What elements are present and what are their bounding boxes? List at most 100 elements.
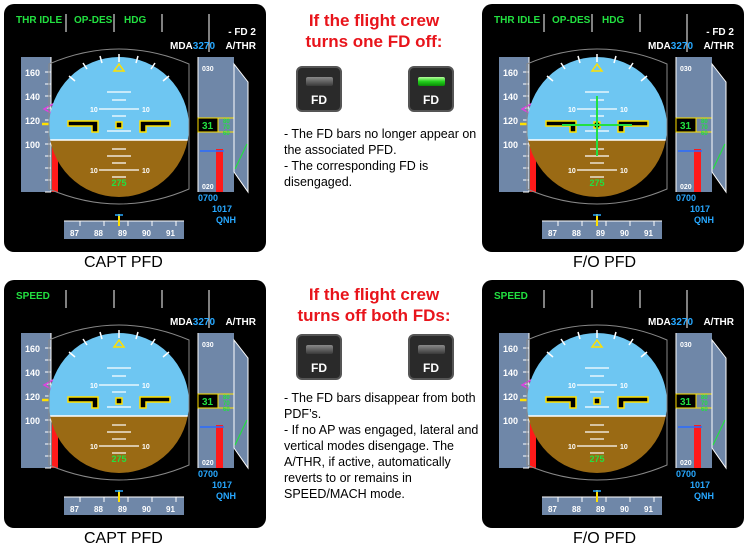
- speed-tick-label: 140: [25, 92, 40, 102]
- heading-tick-label: 91: [644, 229, 653, 238]
- athr-status: A/THR: [225, 41, 256, 52]
- speed-tick-label: 160: [503, 68, 518, 78]
- fd-button-capt-2[interactable]: FD: [296, 334, 342, 380]
- pfd-caption-2: F/O PFD: [573, 254, 637, 271]
- speed-tick-label: 160: [503, 344, 518, 354]
- pfd-caption-3: CAPT PFD: [84, 530, 163, 547]
- svg-text:70: 70: [223, 125, 230, 131]
- pitch-label: 10: [90, 168, 98, 175]
- bank-pointer-icon: [590, 338, 604, 348]
- speed-tick-label: 100: [25, 140, 40, 150]
- speed-tick-label: 100: [25, 416, 40, 426]
- attitude-indicator: 10 10 10 10 275: [48, 48, 190, 205]
- athr-status: A/THR: [225, 317, 256, 328]
- pitch-label: 10: [142, 383, 150, 390]
- baro-left: 0700: [676, 193, 697, 203]
- fd-status: - FD 2: [706, 27, 734, 38]
- pitch-label: 10: [90, 107, 98, 114]
- speed-tick-label: 140: [25, 368, 40, 378]
- ground-band: [216, 425, 223, 468]
- fma-thrust: SPEED: [494, 291, 528, 302]
- svg-text:60: 60: [223, 131, 230, 137]
- baro-readout: 0700 1017 QNH: [676, 193, 714, 226]
- baro-readout: 0700 1017 QNH: [198, 469, 236, 502]
- fma-lateral: HDG: [124, 15, 147, 26]
- section2-bullets: - The FD bars disappear from both PDF’s.…: [284, 391, 479, 501]
- altitude-top-label: 030: [202, 342, 214, 349]
- svg-text:80: 80: [223, 119, 230, 125]
- vls-red-band: [52, 142, 58, 192]
- altitude-top-label: 030: [680, 342, 692, 349]
- ground-band: [216, 149, 223, 192]
- fd-lamp: [306, 345, 333, 354]
- section2-heading: If the flight crew turns off both FDs:: [297, 285, 451, 325]
- attitude-indicator: 10 10 10 10 275: [48, 324, 190, 481]
- altitude-tape: 030 020 31 80 70 60: [675, 333, 727, 470]
- pitch-label: 10: [90, 383, 98, 390]
- svg-text:70: 70: [701, 125, 708, 131]
- pitch-label: 10: [568, 383, 576, 390]
- vls-red-band: [530, 418, 536, 468]
- fd-lamp: [418, 345, 445, 354]
- baro-readout: 0700 1017 QNH: [676, 469, 714, 502]
- mda-readout: MDA3270: [170, 317, 216, 328]
- pitch-label: 10: [568, 168, 576, 175]
- heading-tick-label: 88: [572, 505, 581, 514]
- heading-tick-label: 89: [596, 229, 605, 238]
- fd-lamp-lit: [418, 77, 445, 86]
- heading-tick-label: 90: [142, 505, 151, 514]
- section1-bullets: - The FD bars no longer appear on the as…: [284, 127, 477, 189]
- section1-heading: If the flight crew turns one FD off:: [305, 11, 443, 51]
- svg-text:80: 80: [223, 395, 230, 401]
- svg-text:80: 80: [701, 395, 708, 401]
- speed-tick-label: 120: [25, 392, 40, 402]
- altitude-bottom-label: 020: [680, 184, 692, 191]
- vertical-speed-scale: [711, 62, 727, 194]
- fma-lateral: HDG: [602, 15, 625, 26]
- heading-tick-label: 89: [596, 505, 605, 514]
- speed-tick-label: 100: [503, 140, 518, 150]
- pitch-label: 10: [620, 383, 628, 390]
- baro-left: 0700: [676, 469, 697, 479]
- altitude-top-label: 030: [680, 66, 692, 73]
- svg-text:60: 60: [701, 407, 708, 413]
- athr-status: A/THR: [703, 41, 734, 52]
- pitch-label: 10: [568, 444, 576, 451]
- bank-pointer-icon: [112, 338, 126, 348]
- mda-readout: MDA3270: [648, 317, 694, 328]
- fd-button-fo-2[interactable]: FD: [408, 334, 454, 380]
- altitude-tape: 030 020 31 80 70 60: [197, 57, 249, 194]
- svg-text:70: 70: [701, 401, 708, 407]
- baro-unit: QNH: [694, 491, 714, 501]
- pitch-label: 10: [142, 444, 150, 451]
- altitude-top-label: 030: [202, 66, 214, 73]
- fd-button-fo[interactable]: FD: [408, 66, 454, 112]
- pitch-target-value: 275: [111, 178, 126, 188]
- altitude-bottom-label: 020: [202, 184, 214, 191]
- fd-lamp: [306, 77, 333, 86]
- svg-text:60: 60: [701, 131, 708, 137]
- mda-readout: MDA3270: [170, 41, 216, 52]
- svg-text:70: 70: [223, 401, 230, 407]
- aircraft-symbol: [67, 396, 171, 409]
- heading-tick-label: 88: [94, 229, 103, 238]
- bank-pointer-icon: [590, 62, 604, 72]
- baro-unit: QNH: [216, 215, 236, 225]
- heading-tick-label: 91: [166, 229, 175, 238]
- heading-tick-label: 90: [620, 229, 629, 238]
- baro-value: 1017: [212, 204, 233, 214]
- pitch-target-value: 275: [589, 178, 604, 188]
- pitch-target-value: 275: [589, 454, 604, 464]
- fma-vertical: OP-DES: [552, 15, 591, 26]
- fd-button-capt[interactable]: FD: [296, 66, 342, 112]
- fma-thrust: THR IDLE: [494, 15, 541, 26]
